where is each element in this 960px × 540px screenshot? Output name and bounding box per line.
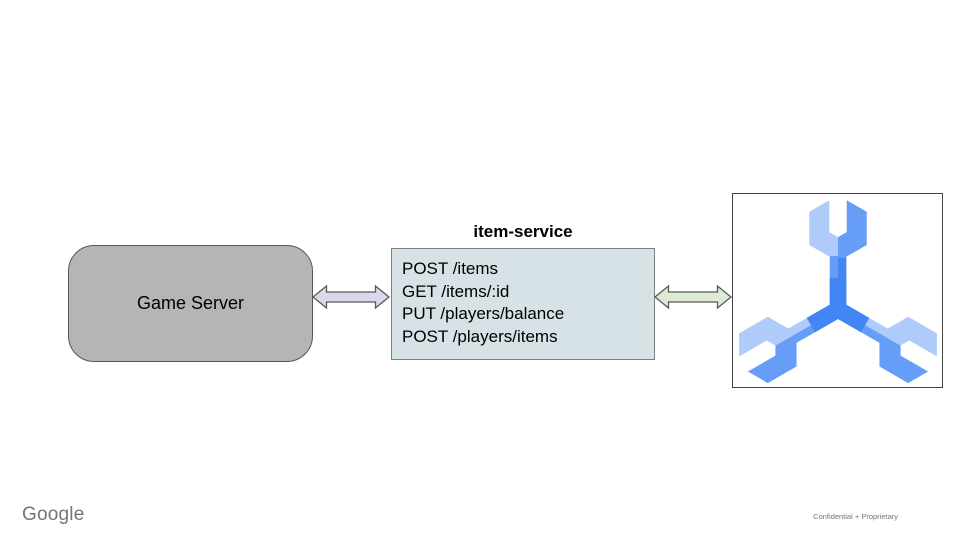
endpoint-post-items: POST /items: [402, 259, 499, 278]
confidentiality-note: Confidential + Proprietary: [813, 512, 898, 521]
endpoint-post-player-items: POST /players/items: [402, 326, 558, 346]
spanner-center-junction: [806, 277, 869, 332]
endpoint-get-item: GET /items/:id: [402, 281, 510, 301]
game-server-label: Game Server: [136, 293, 245, 313]
spanner-image-frame: [732, 193, 943, 388]
game-to-service-arrow: [312, 284, 390, 310]
game-server-node: Game Server: [68, 245, 313, 362]
item-service-node: POST /items GET /items/:id PUT /players/…: [391, 248, 655, 360]
endpoint-put-balance: PUT /players/balance: [402, 304, 565, 323]
google-logo: Google: [22, 504, 85, 525]
service-to-database-arrow: [654, 284, 732, 310]
cloud-spanner-icon: [738, 199, 937, 383]
item-service-title: item-service: [473, 222, 573, 241]
